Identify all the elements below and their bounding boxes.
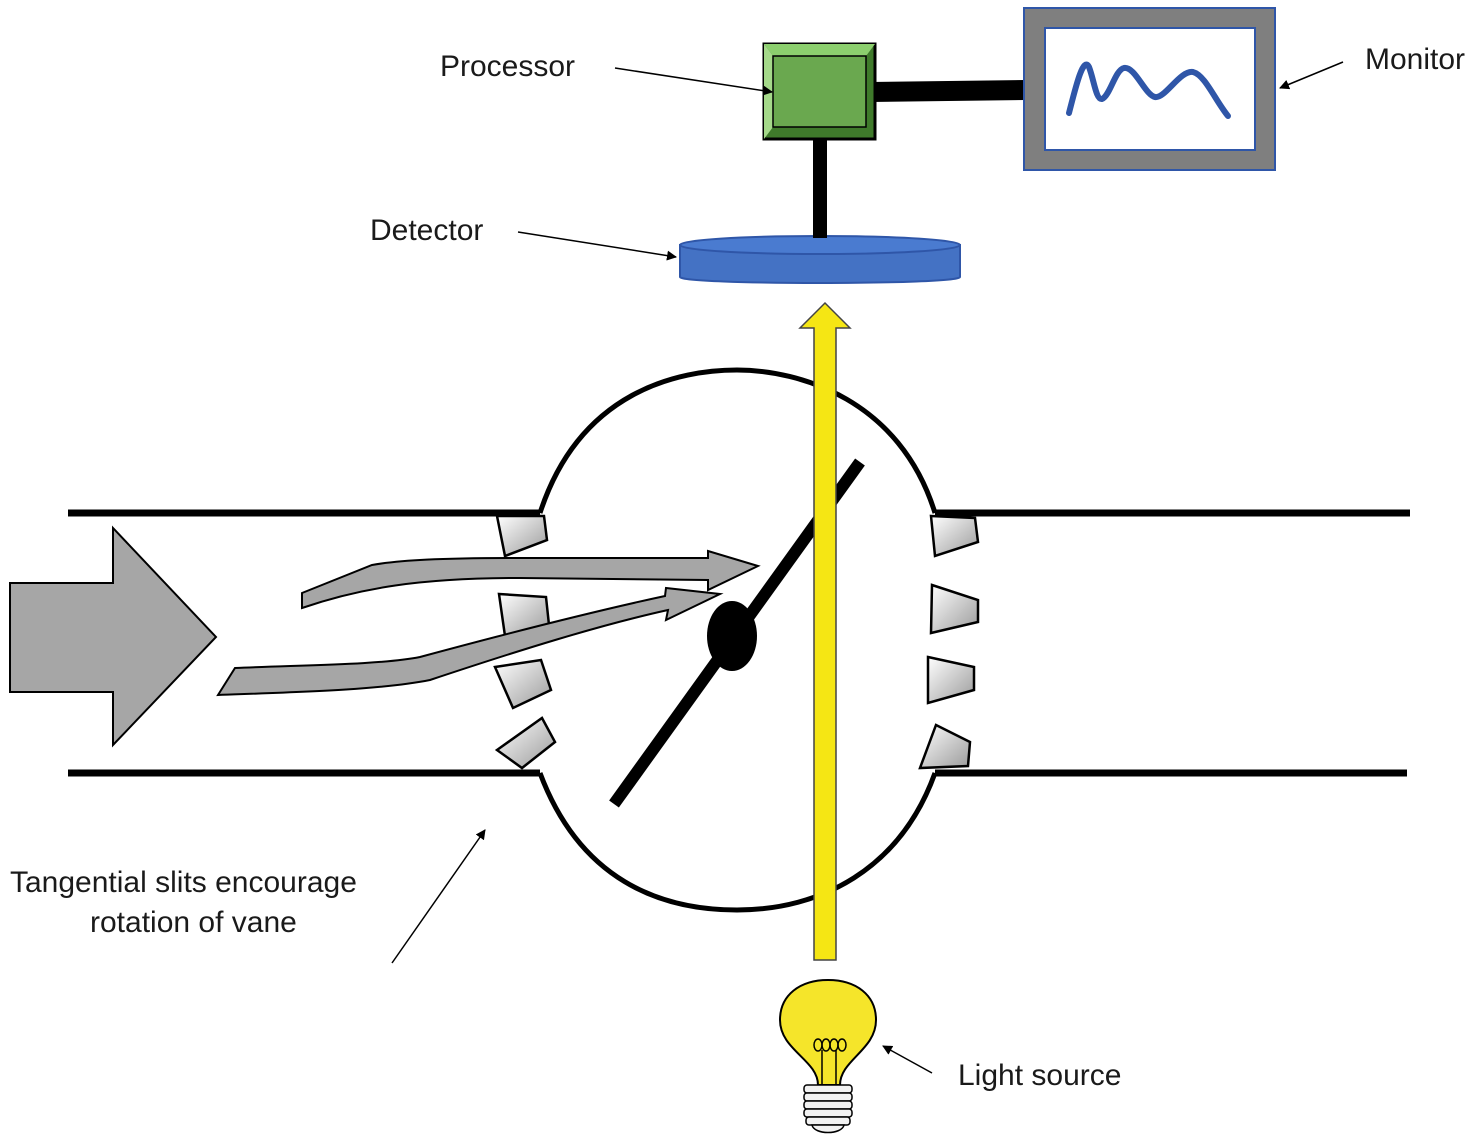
slits-label-line2: rotation of vane: [90, 906, 297, 939]
inflow-arrow: [9, 525, 218, 748]
leader-lines: [391, 61, 1344, 1074]
pipe: [68, 367, 1410, 913]
slit: [494, 716, 557, 770]
slit: [918, 723, 972, 770]
slit: [495, 514, 549, 558]
vane-pivot: [707, 601, 757, 671]
monitor-pointer: [1279, 61, 1344, 90]
slits-pointer: [391, 829, 486, 964]
detector: [679, 235, 961, 284]
chamber-bottom-arc: [537, 772, 938, 913]
monitor: [1023, 7, 1276, 171]
monitor-label: Monitor: [1365, 43, 1465, 76]
detector-label: Detector: [370, 214, 483, 247]
light-beam: [798, 301, 852, 961]
light-source-label: Light source: [958, 1059, 1121, 1092]
slits-label-line1: Tangential slits encourage: [10, 866, 357, 899]
light-bulb-icon: [778, 978, 878, 1134]
light-source-pointer: [882, 1045, 933, 1074]
slit: [493, 658, 553, 710]
slit: [929, 514, 980, 558]
flow-stream-upper: [301, 549, 761, 610]
processor-monitor-cable: [870, 80, 1025, 102]
flow-stream-lower: [216, 586, 724, 697]
processor-pointer: [614, 67, 773, 96]
chamber-top-arc: [537, 367, 938, 514]
slit: [926, 655, 976, 705]
slit: [929, 583, 980, 635]
processor-label: Processor: [440, 50, 575, 83]
detector-processor-cable: [813, 138, 827, 238]
tangential-slits-right: [918, 514, 980, 770]
waveform: [1066, 61, 1231, 119]
detector-pointer: [517, 231, 677, 261]
processor: [762, 42, 877, 141]
